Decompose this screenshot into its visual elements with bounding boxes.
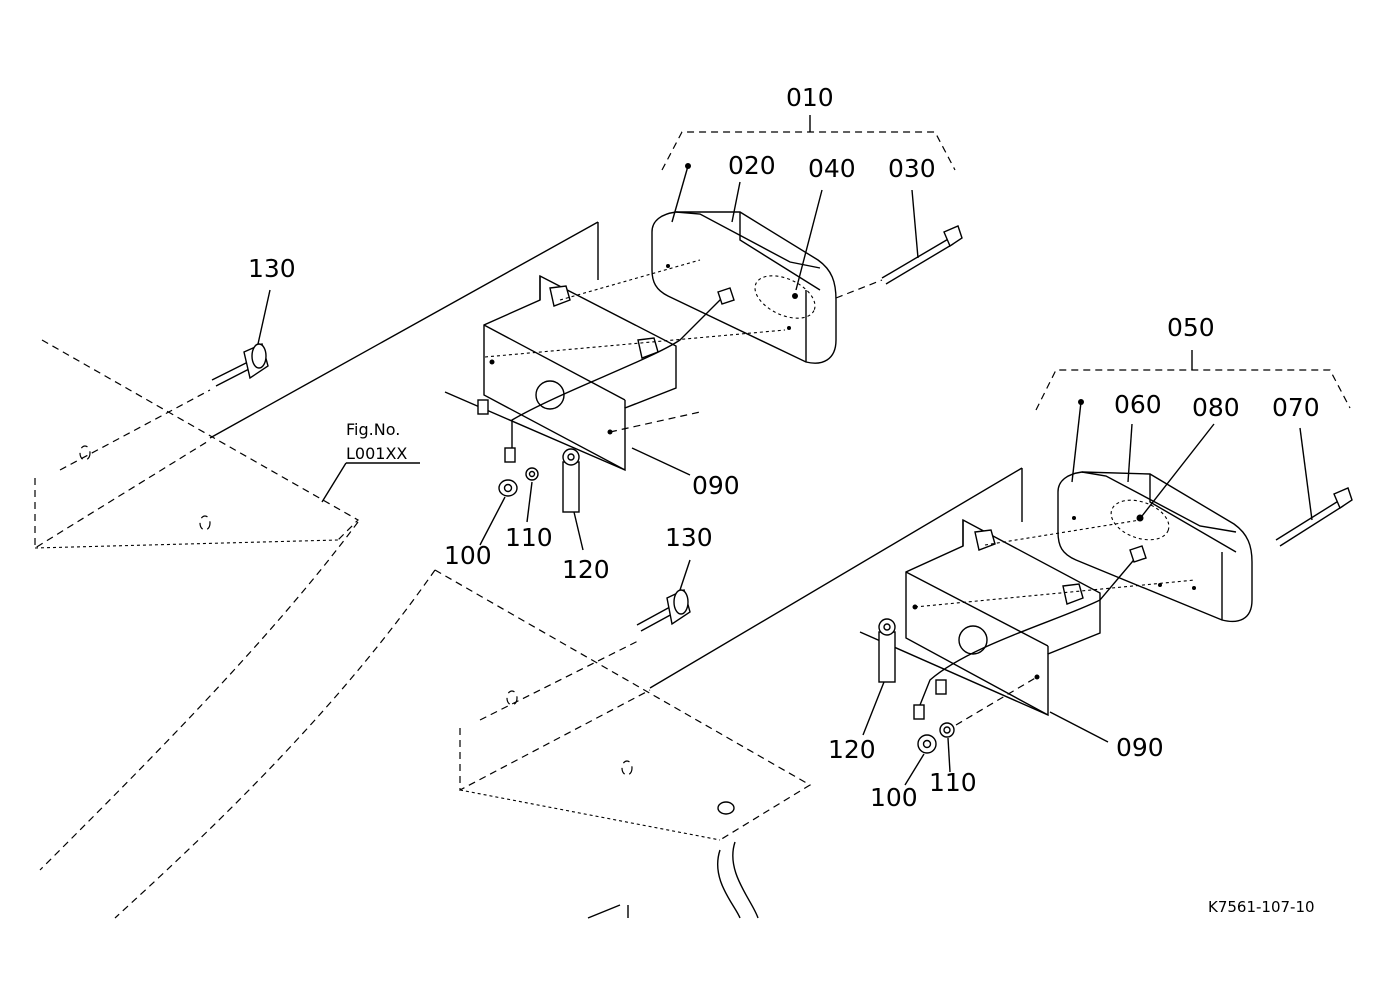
label-070: 070	[1272, 393, 1320, 422]
label-120-lower: 120	[828, 735, 876, 764]
label-010: 010	[786, 83, 834, 112]
lamp-bracket-upper	[444, 274, 677, 472]
washer-upper	[525, 467, 539, 481]
label-090-lower: 090	[1116, 733, 1164, 762]
lamp-screw-lower	[1275, 487, 1353, 547]
label-040: 040	[808, 154, 856, 183]
label-100-lower: 100	[870, 783, 918, 812]
label-050: 050	[1167, 313, 1215, 342]
label-120-upper: 120	[562, 555, 610, 584]
ground-terminal-lower	[878, 618, 896, 683]
nut-lower	[917, 734, 937, 754]
nut-upper	[498, 479, 518, 497]
label-130-upper: 130	[248, 254, 296, 283]
label-030: 030	[888, 154, 936, 183]
group-bracket-050	[1035, 350, 1351, 411]
figure-ref-number: L001XX	[346, 444, 407, 463]
lamp-housing-lower	[913, 471, 1253, 720]
label-100-upper: 100	[444, 541, 492, 570]
flange-bolt-lower	[636, 589, 691, 632]
label-080: 080	[1192, 393, 1240, 422]
figure-ref-title: Fig.No.	[346, 420, 400, 439]
flange-bolt-upper	[211, 343, 269, 387]
label-130-lower: 130	[665, 523, 713, 552]
drawing-code: K7561-107-10	[1208, 898, 1315, 916]
washer-lower	[939, 722, 955, 738]
label-020: 020	[728, 151, 776, 180]
leader-lines	[257, 163, 1313, 786]
fender-panel-lower	[114, 467, 1023, 919]
upper-lamp-assembly	[211, 211, 963, 513]
lower-lamp-assembly	[636, 471, 1353, 754]
lamp-screw-upper	[835, 225, 963, 299]
ground-terminal-upper	[562, 448, 580, 513]
lamp-housing-upper	[477, 211, 837, 463]
label-060: 060	[1114, 390, 1162, 419]
label-090-upper: 090	[692, 471, 740, 500]
label-110-lower: 110	[929, 768, 977, 797]
group-bracket-010	[661, 115, 956, 171]
fender-panel-left	[34, 221, 599, 871]
label-110-upper: 110	[505, 523, 553, 552]
